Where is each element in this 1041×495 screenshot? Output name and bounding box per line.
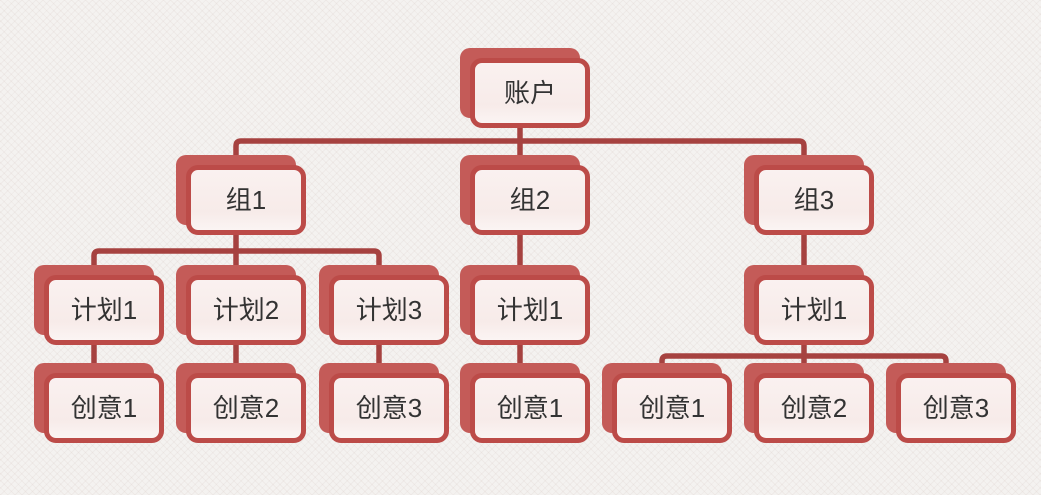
node-card: 组1	[186, 165, 306, 235]
node-label: 计划1	[496, 295, 564, 325]
node-card: 计划1	[44, 275, 164, 345]
node-plan-2-group-1: 计划2	[176, 265, 306, 345]
node-card: 组3	[754, 165, 874, 235]
node-card: 计划3	[329, 275, 449, 345]
node-creative-2-group-3: 创意2	[744, 363, 874, 443]
node-creative-2-group-1: 创意2	[176, 363, 306, 443]
node-label: 组3	[793, 185, 835, 215]
node-group-1: 组1	[176, 155, 306, 235]
node-card: 创意3	[329, 373, 449, 443]
edge-group1-plans-rail	[91, 248, 382, 268]
node-card: 创意1	[470, 373, 590, 443]
node-plan-1-group-3: 计划1	[744, 265, 874, 345]
node-label: 创意2	[212, 393, 280, 423]
node-label: 计划2	[212, 295, 280, 325]
node-label: 创意1	[638, 393, 706, 423]
node-label: 创意3	[922, 393, 990, 423]
node-label: 组2	[509, 185, 551, 215]
node-creative-3-group-1: 创意3	[319, 363, 449, 443]
node-plan-1-group-1: 计划1	[34, 265, 164, 345]
node-group-3: 组3	[744, 155, 874, 235]
node-card: 计划1	[470, 275, 590, 345]
node-creative-1-group-3: 创意1	[602, 363, 732, 443]
node-creative-1-group-1: 创意1	[34, 363, 164, 443]
node-label: 计划3	[355, 295, 423, 325]
node-label: 创意2	[780, 393, 848, 423]
node-label: 计划1	[780, 295, 848, 325]
node-label: 创意3	[355, 393, 423, 423]
node-card: 创意1	[44, 373, 164, 443]
node-label: 账户	[503, 78, 556, 108]
edge-plan1g3-creatives-rail	[659, 353, 949, 366]
node-creative-1-group-2: 创意1	[460, 363, 590, 443]
node-card: 账户	[470, 58, 590, 128]
node-card: 创意1	[612, 373, 732, 443]
node-account: 账户	[460, 48, 590, 128]
node-group-2: 组2	[460, 155, 590, 235]
node-label: 组1	[225, 185, 267, 215]
node-creative-3-group-3: 创意3	[886, 363, 1016, 443]
node-label: 创意1	[496, 393, 564, 423]
edge-account-groups-rail	[233, 138, 807, 158]
node-label: 计划1	[70, 295, 138, 325]
node-card: 计划1	[754, 275, 874, 345]
node-card: 组2	[470, 165, 590, 235]
node-card: 创意2	[186, 373, 306, 443]
node-plan-1-group-2: 计划1	[460, 265, 590, 345]
node-label: 创意1	[70, 393, 138, 423]
node-card: 计划2	[186, 275, 306, 345]
node-card: 创意3	[896, 373, 1016, 443]
node-card: 创意2	[754, 373, 874, 443]
node-plan-3-group-1: 计划3	[319, 265, 449, 345]
